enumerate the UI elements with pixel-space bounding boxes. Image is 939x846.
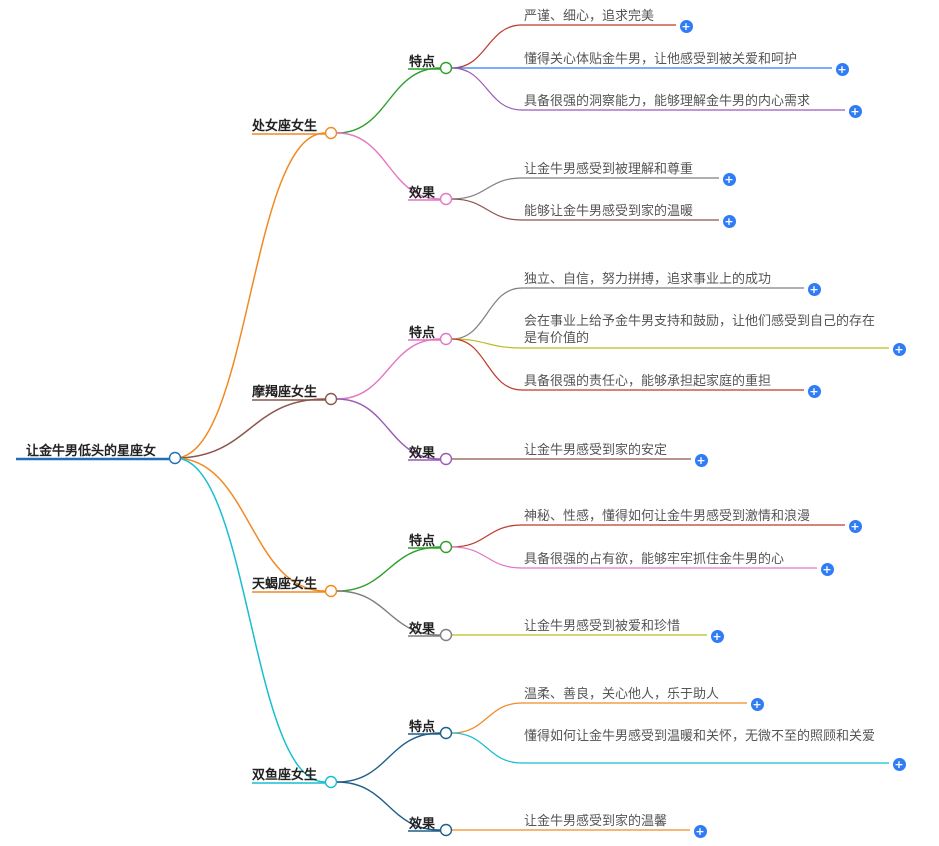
branch-collapse-node[interactable] — [324, 392, 338, 406]
expand-plus-icon[interactable]: + — [722, 172, 736, 186]
category-label: 效果 — [409, 817, 436, 832]
leaf-connector — [451, 702, 523, 734]
category-connector — [336, 732, 441, 783]
leaf-connector — [451, 546, 523, 569]
category-collapse-node[interactable] — [439, 61, 453, 75]
branch-topic-label: 处女座女生 — [252, 119, 318, 134]
expand-plus-icon[interactable]: + — [807, 282, 821, 296]
expand-plus-icon[interactable]: + — [848, 519, 862, 533]
category-label: 特点 — [409, 326, 436, 341]
root-collapse-node[interactable] — [168, 451, 182, 465]
leaf-topic-label: 神秘、性感，懂得如何让金牛男感受到激情和浪漫 — [524, 509, 811, 524]
leaf-topic-label: 独立、自信，努力拼搏，追求事业上的成功 — [524, 272, 772, 287]
expand-plus-icon[interactable]: + — [694, 453, 708, 467]
category-collapse-node[interactable] — [439, 192, 453, 206]
expand-plus-icon[interactable]: + — [820, 562, 834, 576]
root-topic-label: 让金牛男低头的星座女 — [26, 444, 157, 459]
leaf-topic-label: 会在事业上给予金牛男支持和鼓励，让他们感受到自己的存在是有价值的 — [524, 314, 876, 346]
leaf-topic-label: 让金牛男感受到被爱和珍惜 — [524, 619, 681, 634]
category-connector — [336, 132, 441, 200]
expand-plus-icon[interactable]: + — [892, 342, 906, 356]
leaf-connector — [451, 732, 523, 764]
branch-connector — [174, 132, 326, 459]
expand-plus-icon[interactable]: + — [848, 104, 862, 118]
category-connector — [336, 781, 441, 831]
branch-collapse-node[interactable] — [324, 126, 338, 140]
leaf-topic-label: 懂得如何让金牛男感受到温暖和关怀，无微不至的照顾和关爱 — [524, 729, 876, 744]
category-label: 效果 — [409, 186, 436, 201]
leaf-connector — [451, 198, 523, 221]
leaf-connector — [451, 287, 523, 340]
leaf-connector — [451, 177, 523, 200]
leaf-connector — [451, 67, 523, 111]
leaf-topic-label: 让金牛男感受到家的温馨 — [524, 814, 668, 829]
category-label: 特点 — [409, 534, 436, 549]
category-label: 效果 — [409, 622, 436, 637]
category-label: 效果 — [409, 446, 436, 461]
leaf-topic-label: 温柔、善良，关心他人，乐于助人 — [524, 687, 720, 702]
branch-connector — [174, 398, 326, 459]
leaf-connector — [451, 338, 523, 349]
category-connector — [336, 67, 441, 134]
expand-plus-icon[interactable]: + — [835, 62, 849, 76]
category-collapse-node[interactable] — [439, 726, 453, 740]
expand-plus-icon[interactable]: + — [892, 757, 906, 771]
category-collapse-node[interactable] — [439, 540, 453, 554]
branch-collapse-node[interactable] — [324, 775, 338, 789]
leaf-topic-label: 懂得关心体贴金牛男，让他感受到被关爱和呵护 — [524, 52, 798, 67]
leaf-topic-label: 具备很强的责任心，能够承担起家庭的重担 — [524, 374, 772, 389]
leaf-topic-label: 具备很强的洞察能力，能够理解金牛男的内心需求 — [524, 94, 811, 109]
expand-plus-icon[interactable]: + — [679, 19, 693, 33]
leaf-connector — [451, 24, 523, 69]
branch-topic-label: 摩羯座女生 — [252, 385, 318, 400]
category-collapse-node[interactable] — [439, 452, 453, 466]
expand-plus-icon[interactable]: + — [693, 824, 707, 838]
category-label: 特点 — [409, 55, 436, 70]
leaf-topic-label: 让金牛男感受到家的安定 — [524, 443, 668, 458]
category-collapse-node[interactable] — [439, 823, 453, 837]
category-connector — [336, 338, 441, 400]
leaf-topic-label: 能够让金牛男感受到家的温暖 — [524, 204, 694, 219]
leaf-topic-label: 具备很强的占有欲，能够牢牢抓住金牛男的心 — [524, 552, 785, 567]
leaf-connector — [451, 338, 523, 391]
branch-collapse-node[interactable] — [324, 584, 338, 598]
expand-plus-icon[interactable]: + — [722, 214, 736, 228]
category-label: 特点 — [409, 720, 436, 735]
leaf-topic-label: 严谨、细心，追求完美 — [524, 9, 655, 24]
expand-plus-icon[interactable]: + — [710, 629, 724, 643]
branch-topic-label: 双鱼座女生 — [252, 768, 318, 783]
category-connector — [336, 398, 441, 460]
category-collapse-node[interactable] — [439, 332, 453, 346]
branch-connector — [174, 457, 326, 592]
category-collapse-node[interactable] — [439, 628, 453, 642]
leaf-connector — [451, 524, 523, 548]
leaf-topic-label: 让金牛男感受到被理解和尊重 — [524, 162, 694, 177]
category-connector — [336, 590, 441, 636]
expand-plus-icon[interactable]: + — [750, 697, 764, 711]
category-connector — [336, 546, 441, 592]
expand-plus-icon[interactable]: + — [807, 384, 821, 398]
branch-topic-label: 天蝎座女生 — [252, 577, 318, 592]
branch-connector — [174, 457, 326, 783]
